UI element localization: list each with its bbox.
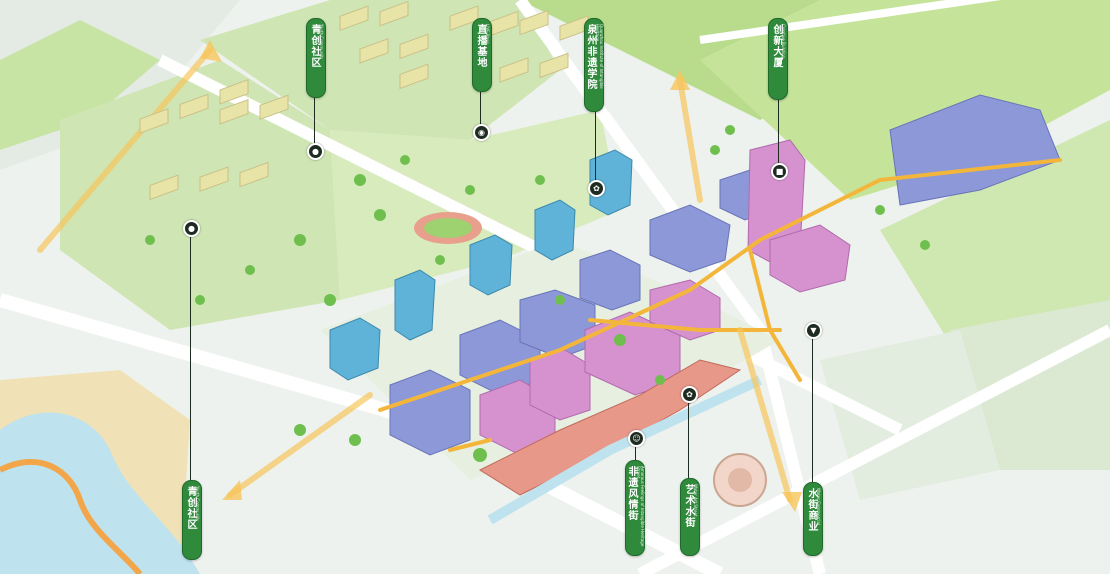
label-en: Youth Community bbox=[319, 24, 324, 60]
pin-line-creative-building bbox=[778, 88, 779, 166]
label-heritage-street[interactable]: 非遗风情街 Amorous Feelings of Intangible Her… bbox=[625, 460, 645, 556]
community-icon: ● bbox=[307, 143, 324, 160]
label-en: Water Art Street bbox=[693, 484, 698, 517]
trees bbox=[145, 125, 930, 462]
farmland-northeast bbox=[700, 0, 1110, 200]
label-zh: 创新大厦 bbox=[771, 24, 782, 68]
label-en: LIVE Base bbox=[485, 24, 490, 44]
plaza-center bbox=[728, 468, 752, 492]
pin-line-water-commercial bbox=[812, 336, 813, 482]
sports-field bbox=[424, 218, 472, 238]
pin-line-heritage-street bbox=[635, 440, 636, 460]
label-live-base[interactable]: 直播基地 LIVE Base bbox=[472, 18, 492, 92]
culture-icon: ✿ bbox=[588, 180, 605, 197]
residential-buildings bbox=[139, 0, 589, 201]
pin-line-live-base bbox=[480, 80, 481, 130]
label-zh: 水街商业 bbox=[806, 488, 817, 532]
shop-icon: ▼ bbox=[805, 322, 822, 339]
label-water-commercial[interactable]: 水街商业 Water Commercial bbox=[803, 482, 823, 556]
pin-line-youth-community-north bbox=[314, 88, 315, 148]
label-zh: 青创社区 bbox=[185, 486, 196, 530]
label-en: Quanzhou Institute of Intangible Heritag… bbox=[595, 24, 604, 89]
label-heritage-institute[interactable]: 泉州非遗学院 Quanzhou Institute of Intangible … bbox=[584, 18, 604, 112]
city-east bbox=[950, 300, 1110, 470]
art-icon: ✿ bbox=[681, 386, 698, 403]
label-creative-building[interactable]: 创新大厦 Creative Building bbox=[768, 18, 788, 100]
water-channel bbox=[487, 375, 763, 525]
label-zh: 泉州非遗学院 bbox=[585, 24, 596, 90]
residential-block-west bbox=[60, 60, 340, 330]
road-east bbox=[637, 324, 1110, 574]
blue-commercial-buildings bbox=[329, 149, 633, 381]
label-en: Youth Community bbox=[195, 486, 200, 522]
label-zh: 非遗风情街 bbox=[626, 466, 637, 521]
pin-line-art-water-street bbox=[688, 398, 689, 478]
community-icon: ● bbox=[183, 220, 200, 237]
pink-culture-buildings bbox=[479, 139, 851, 456]
label-zh: 青创社区 bbox=[309, 24, 320, 68]
label-zh: 直播基地 bbox=[475, 24, 486, 68]
arrow-heads bbox=[200, 40, 802, 512]
label-en: Amorous Feelings of Intangible Heritage … bbox=[636, 466, 645, 547]
residential-block-north bbox=[200, 0, 560, 140]
farmland-east bbox=[880, 120, 1110, 360]
direction-arrows bbox=[37, 47, 793, 503]
park-northwest bbox=[0, 20, 160, 150]
sea bbox=[0, 412, 200, 574]
pin-line-heritage-institute bbox=[595, 100, 596, 182]
label-art-water-street[interactable]: 艺术水街 Water Art Street bbox=[680, 478, 700, 556]
shore-path bbox=[0, 458, 143, 574]
label-en: Water Commercial bbox=[816, 488, 821, 526]
label-youth-community-north[interactable]: 青创社区 Youth Community bbox=[306, 18, 326, 98]
label-en: Creative Building bbox=[781, 24, 786, 59]
building-icon: ■ bbox=[771, 163, 788, 180]
pin-line-youth-community-south bbox=[190, 232, 191, 480]
camera-icon: ◉ bbox=[473, 124, 490, 141]
label-youth-community-south[interactable]: 青创社区 Youth Community bbox=[182, 480, 202, 560]
label-zh: 艺术水街 bbox=[683, 484, 694, 528]
person-icon: ☺ bbox=[628, 430, 645, 447]
route-lines bbox=[378, 158, 1062, 452]
